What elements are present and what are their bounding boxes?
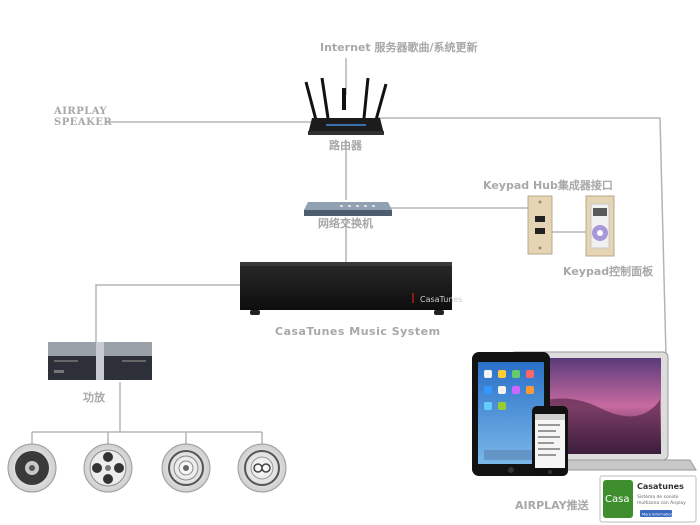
- airplay-speaker-label-line2: SPEAKER: [54, 117, 113, 128]
- ceiling-speaker-1-icon: [7, 443, 57, 493]
- ceiling-speaker-4-icon: [237, 443, 287, 493]
- airplay-push-label: AIRPLAY推送: [515, 499, 589, 512]
- keypad-panel-label: Keypad控制面板: [563, 265, 654, 278]
- keypad-hub-icon: [527, 195, 553, 255]
- router-label: 路由器: [329, 139, 362, 152]
- music-system-label: CasaTunes Music System: [275, 325, 441, 338]
- router-icon: [304, 77, 388, 135]
- ceiling-speaker-3-icon: [161, 443, 211, 493]
- network-switch-icon: [304, 202, 392, 216]
- amplifier-icon: [48, 342, 152, 380]
- casatunes-app-tile: Casa Casatunes Sistema de sonido multizo…: [599, 475, 697, 523]
- keypad-panel-icon: [585, 195, 615, 257]
- connection-lines: [31, 58, 667, 444]
- airplay-speaker-label-line1: AIRPLAY: [54, 106, 108, 117]
- app-tile-title: Casatunes: [637, 482, 684, 491]
- app-tile-brand: Casa: [605, 494, 629, 505]
- app-tile-button[interactable]: [640, 510, 672, 517]
- app-tile-subtitle-2: multizona con Airplay: [637, 500, 686, 506]
- music-system-icon: CasaTunes: [240, 262, 462, 315]
- amplifier-label: 功放: [83, 391, 105, 404]
- app-tile-subtitle-1: Sistema de sonido: [637, 494, 679, 500]
- iphone-icon: [532, 406, 568, 476]
- ceiling-speaker-2-icon: [83, 443, 133, 493]
- line-music-system-amp: [95, 284, 240, 345]
- music-system-brand: CasaTunes: [420, 295, 462, 304]
- internet-label: Internet 服务器歌曲/系统更新: [320, 41, 478, 54]
- keypad-hub-label: Keypad Hub集成器接口: [483, 179, 613, 192]
- line-router-laptop: [378, 117, 667, 357]
- switch-label: 网络交换机: [318, 217, 373, 230]
- app-tile-button-label: More information: [642, 513, 673, 517]
